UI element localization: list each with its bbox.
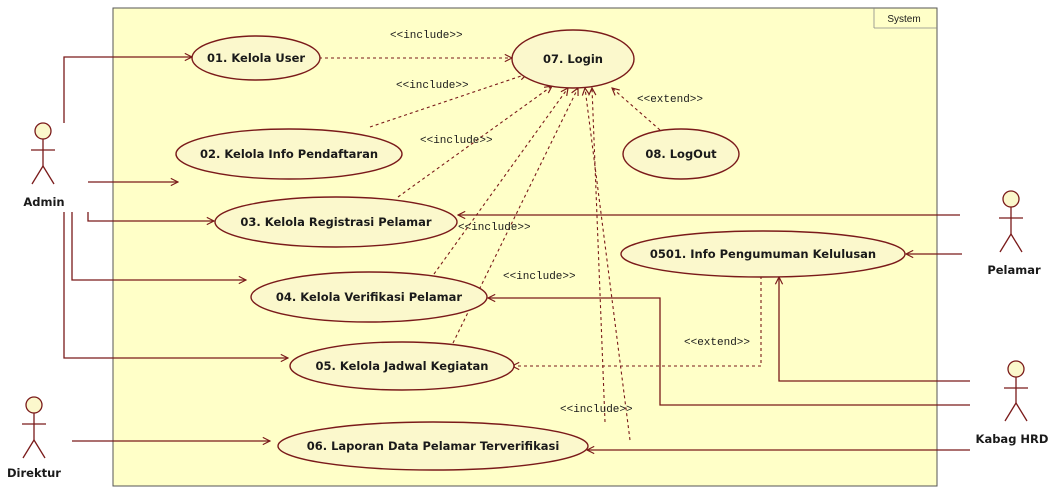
actor-label: Direktur [7, 466, 61, 480]
stereotype-include-06: <<include>> [560, 404, 633, 416]
system-label: System [887, 14, 920, 25]
actor-label: Pelamar [987, 263, 1041, 277]
usecase-label: 01. Kelola User [207, 51, 305, 65]
stick-figure-icon [31, 122, 55, 185]
usecase-label: 05. Kelola Jadwal Kegiatan [316, 359, 489, 373]
usecase-label: 0501. Info Pengumuman Kelulusan [650, 247, 876, 261]
usecase-info-pengumuman-kelulusan[interactable]: 0501. Info Pengumuman Kelulusan [620, 230, 906, 278]
actor-direktur[interactable]: Direktur [7, 396, 61, 480]
stick-figure-icon [999, 190, 1023, 253]
stereotype-include-02: <<include>> [396, 80, 469, 92]
stick-figure-icon [22, 396, 46, 459]
actor-label: Kabag HRD [976, 432, 1049, 446]
assoc-kabag-uc0501 [779, 277, 970, 382]
stereotype-include-01: <<include>> [390, 30, 463, 42]
stereotype-include-03: <<include>> [420, 135, 493, 147]
actor-pelamar[interactable]: Pelamar [987, 190, 1041, 277]
actor-kabag-hrd[interactable]: Kabag HRD [976, 360, 1049, 446]
extend-logout-login [612, 88, 661, 131]
assoc-kabag-uc04 [488, 298, 970, 406]
dependency-lines [319, 58, 762, 441]
usecase-label: 06. Laporan Data Pelamar Terverifikasi [307, 439, 560, 453]
usecase-label: 04. Kelola Verifikasi Pelamar [276, 290, 463, 304]
include-uc02-login [369, 74, 527, 128]
stereotype-include-04: <<include>> [458, 222, 531, 234]
usecase-label: 08. LogOut [645, 147, 717, 161]
association-lines [63, 57, 970, 450]
extend-uc0501-uc05 [512, 276, 762, 366]
actor-admin[interactable]: Admin [23, 122, 65, 209]
stereotype-extend-08: <<extend>> [637, 94, 703, 106]
include-uc06-login [585, 88, 631, 441]
usecase-kelola-user[interactable]: 01. Kelola User [191, 35, 321, 81]
usecase-laporan-data-pelamar[interactable]: 06. Laporan Data Pelamar Terverifikasi [277, 421, 589, 471]
assoc-admin-uc05 [63, 212, 288, 358]
include-uc03-login [397, 86, 552, 198]
assoc-admin-uc04 [71, 212, 246, 280]
usecase-kelola-verifikasi-pelamar[interactable]: 04. Kelola Verifikasi Pelamar [250, 271, 488, 323]
usecase-label: 03. Kelola Registrasi Pelamar [240, 215, 431, 229]
actor-label: Admin [23, 195, 64, 209]
usecase-kelola-jadwal-kegiatan[interactable]: 05. Kelola Jadwal Kegiatan [289, 341, 515, 391]
usecase-kelola-registrasi-pelamar[interactable]: 03. Kelola Registrasi Pelamar [214, 196, 458, 248]
stick-figure-icon [1004, 360, 1028, 422]
stereotype-extend-0501: <<extend>> [684, 337, 750, 349]
include-uc05-login [452, 88, 578, 344]
include-uc04-login [433, 88, 568, 275]
stereotype-include-05: <<include>> [503, 271, 576, 283]
usecase-logout[interactable]: 08. LogOut [622, 128, 740, 180]
assoc-admin-uc03 [87, 212, 214, 221]
usecase-kelola-info-pendaftaran[interactable]: 02. Kelola Info Pendaftaran [175, 128, 403, 180]
usecase-label: 07. Login [543, 52, 603, 66]
usecase-label: 02. Kelola Info Pendaftaran [200, 147, 378, 161]
usecase-login[interactable]: 07. Login [511, 29, 635, 89]
assoc-admin-uc01 [63, 57, 192, 123]
